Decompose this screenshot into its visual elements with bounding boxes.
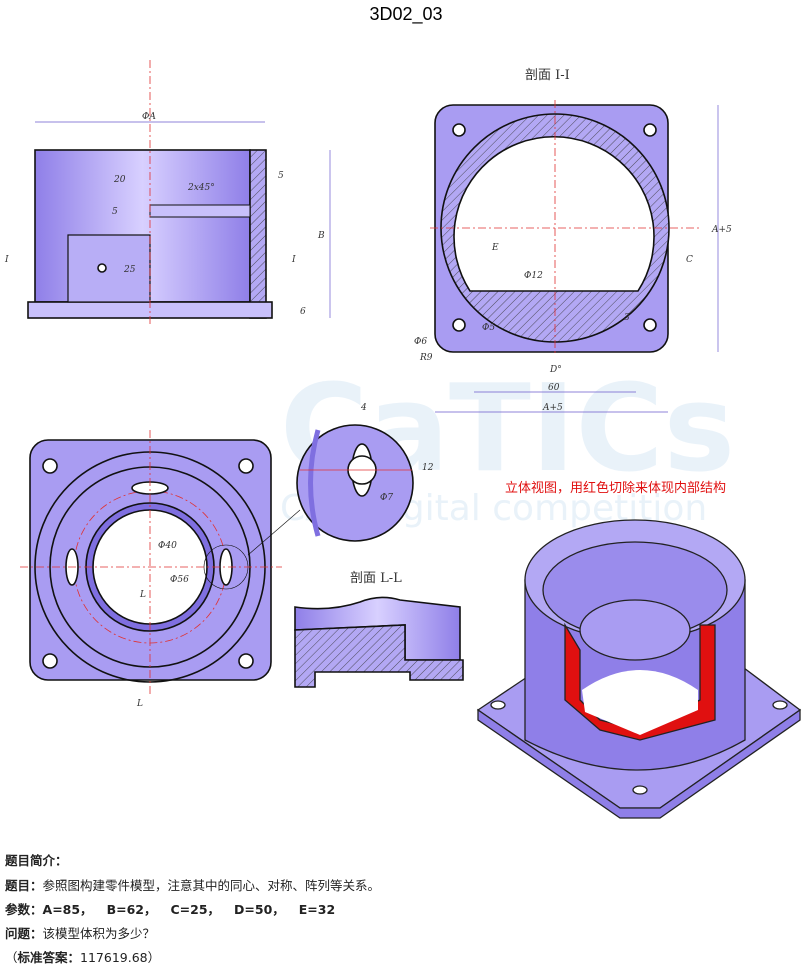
dim-6: 6 [300, 307, 306, 317]
intro-heading: 题目简介： [5, 853, 68, 868]
dim-wall-5: 5 [278, 171, 284, 181]
section-mark-l-top: L [139, 590, 146, 600]
params-line: 参数：A=85，B=62，C=25，D=50，E=32 [5, 902, 336, 917]
dim-chamfer: 2x45° [187, 183, 215, 193]
dim-detail-dia-7: Φ7 [380, 493, 393, 503]
dim-e: E [491, 243, 499, 253]
dim-detail-12: 12 [422, 463, 434, 473]
front-view [27, 60, 331, 325]
section-mark-left: I [4, 255, 9, 265]
dim-detail-4: 4 [360, 403, 367, 413]
dim-a5-horizontal: A+5 [542, 403, 563, 413]
answer-value: 117619.68 [80, 950, 148, 965]
page-title: 3D02_03 [369, 4, 443, 24]
param-a: A=85， [42, 902, 93, 917]
detail-view [296, 424, 414, 542]
dim-5: 5 [112, 207, 118, 217]
dim-dia-12: Φ12 [524, 271, 543, 281]
dim-dia-56: Φ56 [170, 575, 189, 585]
section-mark-right: I [291, 255, 296, 265]
param-e: E=32 [298, 902, 336, 917]
dim-b: B [317, 231, 325, 241]
dim-dia-40: Φ40 [158, 541, 177, 551]
dim-dia-a: ΦA [142, 112, 156, 122]
top-view [20, 430, 301, 695]
dim-dia-6: Φ6 [414, 337, 427, 347]
section-ii-view [430, 100, 719, 413]
iso-view [476, 519, 802, 819]
dim-3: 3 [624, 313, 630, 323]
dim-60: 60 [548, 383, 560, 393]
engineering-drawing: CaTICs CAD digital competition ΦA 20 5 2… [4, 60, 802, 819]
dim-dia-5: Φ5 [482, 323, 495, 333]
param-b: B=62， [106, 902, 157, 917]
iso-caption: 立体视图，用红色切除来体现内部结构 [505, 480, 726, 496]
param-c: C=25， [170, 902, 221, 917]
question-line: 问题：该模型体积为多少？ [5, 926, 156, 941]
dim-a5-vertical: A+5 [711, 225, 732, 235]
section-ll-view [294, 596, 464, 688]
dim-r9: R9 [419, 353, 433, 363]
param-d: D=50， [234, 902, 285, 917]
answer-line: （标准答案：117619.68） [5, 950, 161, 965]
section-ii-caption: 剖面 I-I [525, 68, 570, 83]
task-line: 题目：参照图构建零件模型，注意其中的同心、对称、阵列等关系。 [5, 878, 381, 893]
dim-d-angle: D° [549, 365, 562, 375]
dim-20: 20 [113, 175, 126, 185]
dim-25: 25 [123, 265, 136, 275]
section-ll-caption: 剖面 L-L [350, 571, 402, 586]
dim-c: C [686, 255, 693, 265]
section-mark-l-bottom: L [136, 699, 143, 709]
